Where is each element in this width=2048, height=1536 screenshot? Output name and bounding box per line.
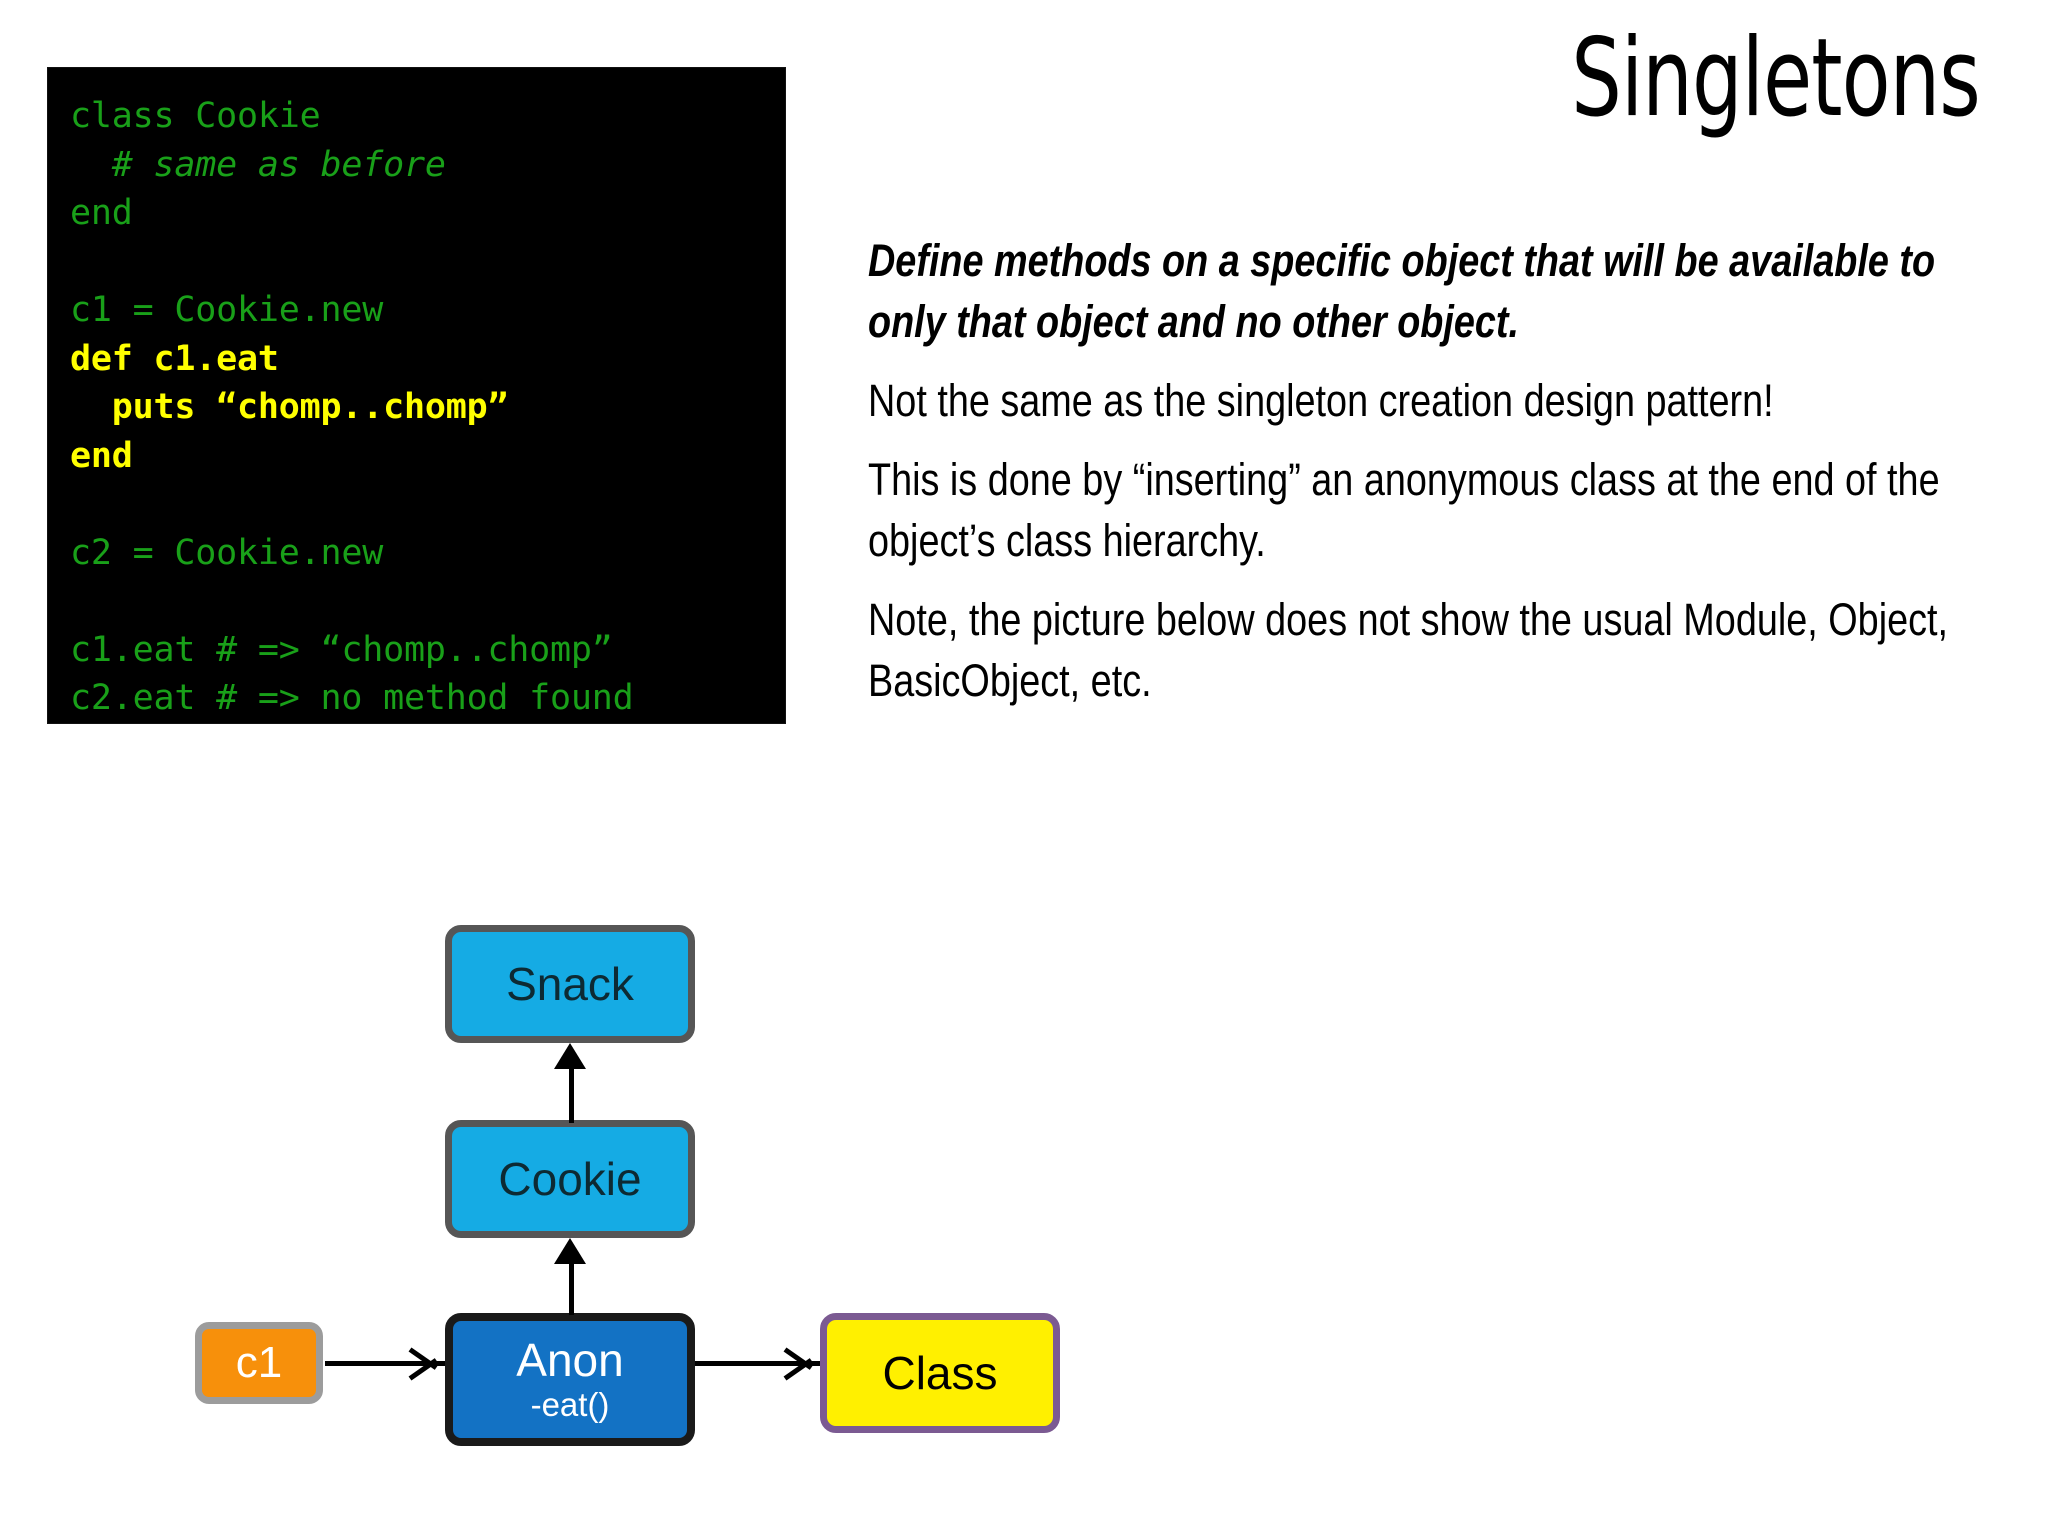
code-line [70, 238, 785, 287]
page-title: Singletons [1571, 16, 1981, 141]
diagram-node-class[interactable]: Class [820, 1313, 1060, 1433]
code-line: c2.eat # => no method found [70, 678, 634, 718]
edge-anon-to-class [695, 1361, 820, 1366]
edge-anon-to-cookie [569, 1263, 574, 1315]
node-label: c1 [235, 1337, 283, 1387]
node-label: Anon [516, 1334, 624, 1387]
code-line: c1 = Cookie.new [70, 290, 384, 330]
paragraph-caveat: Note, the picture below does not show th… [868, 594, 1949, 706]
code-line [70, 577, 785, 626]
code-line: end [70, 435, 133, 476]
body-text-block: Define methods on a specific object that… [868, 230, 2023, 729]
arrowhead-right-icon [410, 1344, 436, 1384]
code-line: class Cookie [70, 96, 321, 136]
diagram-node-anon[interactable]: Anon -eat() [445, 1313, 695, 1446]
arrowhead-right-icon [785, 1344, 811, 1384]
code-line: c1.eat # => “chomp..chomp” [70, 629, 613, 670]
paragraph-howto: This is done by “inserting” an anonymous… [868, 454, 1940, 566]
arrowhead-up-icon [554, 1238, 586, 1264]
node-label: Cookie [498, 1152, 642, 1205]
code-line: puts “chomp..chomp” [70, 387, 509, 427]
diagram-node-cookie[interactable]: Cookie [445, 1120, 695, 1238]
code-line: # same as before [70, 144, 446, 185]
node-label: Class [882, 1346, 998, 1399]
paragraph-lead: Define methods on a specific object that… [868, 235, 1936, 347]
node-label: Snack [506, 957, 634, 1010]
paragraph-note: Not the same as the singleton creation d… [868, 375, 1774, 426]
edge-c1-to-anon [325, 1361, 445, 1366]
edge-cookie-to-snack [569, 1068, 574, 1123]
diagram-node-c1[interactable]: c1 [195, 1322, 323, 1404]
node-sublabel: -eat() [530, 1386, 610, 1424]
code-line: def c1.eat [70, 338, 279, 379]
code-line: end [70, 193, 133, 233]
arrowhead-up-icon [554, 1043, 586, 1069]
code-block: class Cookie # same as before end c1 = C… [48, 68, 785, 723]
diagram-node-snack[interactable]: Snack [445, 925, 695, 1043]
code-line [70, 480, 785, 529]
code-line: c2 = Cookie.new [70, 532, 384, 573]
